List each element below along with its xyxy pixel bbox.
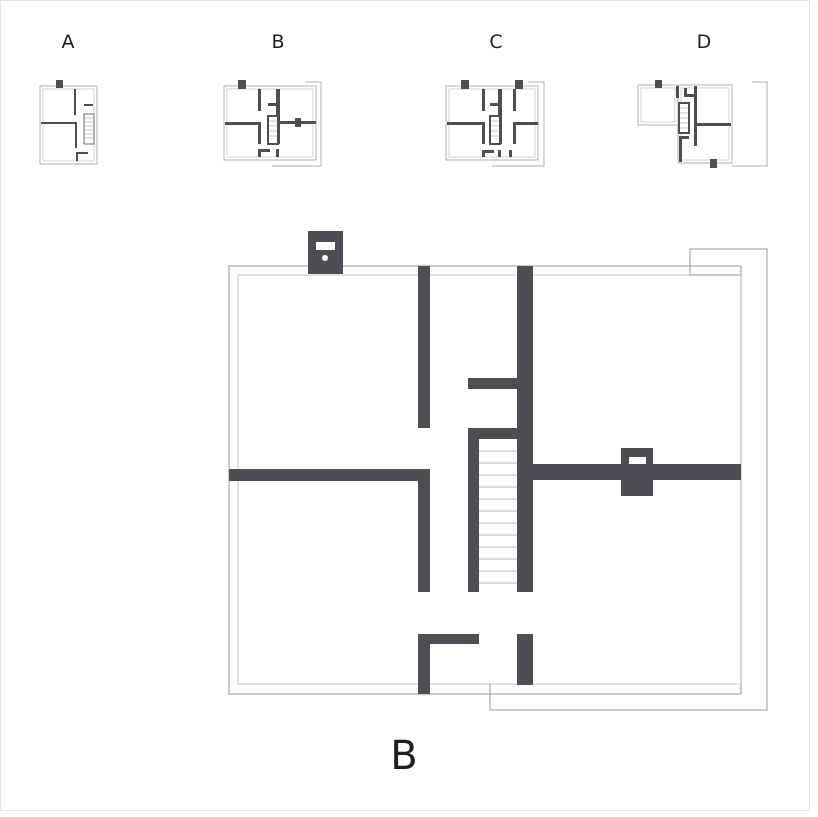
wall-left-partition-lower xyxy=(418,469,430,592)
label-plan-d: D xyxy=(697,31,712,53)
terrace-outline xyxy=(489,248,768,711)
label-plan-a: A xyxy=(62,31,75,53)
wall-horizontal-left xyxy=(229,469,430,481)
main-floor-plan-b xyxy=(228,231,768,711)
thumbnail-plan-a xyxy=(39,80,98,165)
wall-niche-shelf xyxy=(468,378,521,389)
main-plan-label: B xyxy=(390,733,417,779)
wall-entrance-right xyxy=(517,634,533,685)
label-plan-c: C xyxy=(489,31,502,53)
wall-central-spine xyxy=(517,266,533,592)
chimney-right-icon xyxy=(621,448,653,496)
thumbnail-plan-b xyxy=(223,80,322,167)
label-plan-b: B xyxy=(271,31,284,53)
thumbnail-plan-c xyxy=(445,80,545,167)
wall-left-partition-upper xyxy=(418,266,430,428)
thumbnail-plan-d xyxy=(637,80,768,168)
wall-entrance-left xyxy=(418,634,430,694)
wall-entrance-top xyxy=(418,634,479,644)
staircase xyxy=(468,428,521,592)
chimney-icon xyxy=(308,231,343,274)
